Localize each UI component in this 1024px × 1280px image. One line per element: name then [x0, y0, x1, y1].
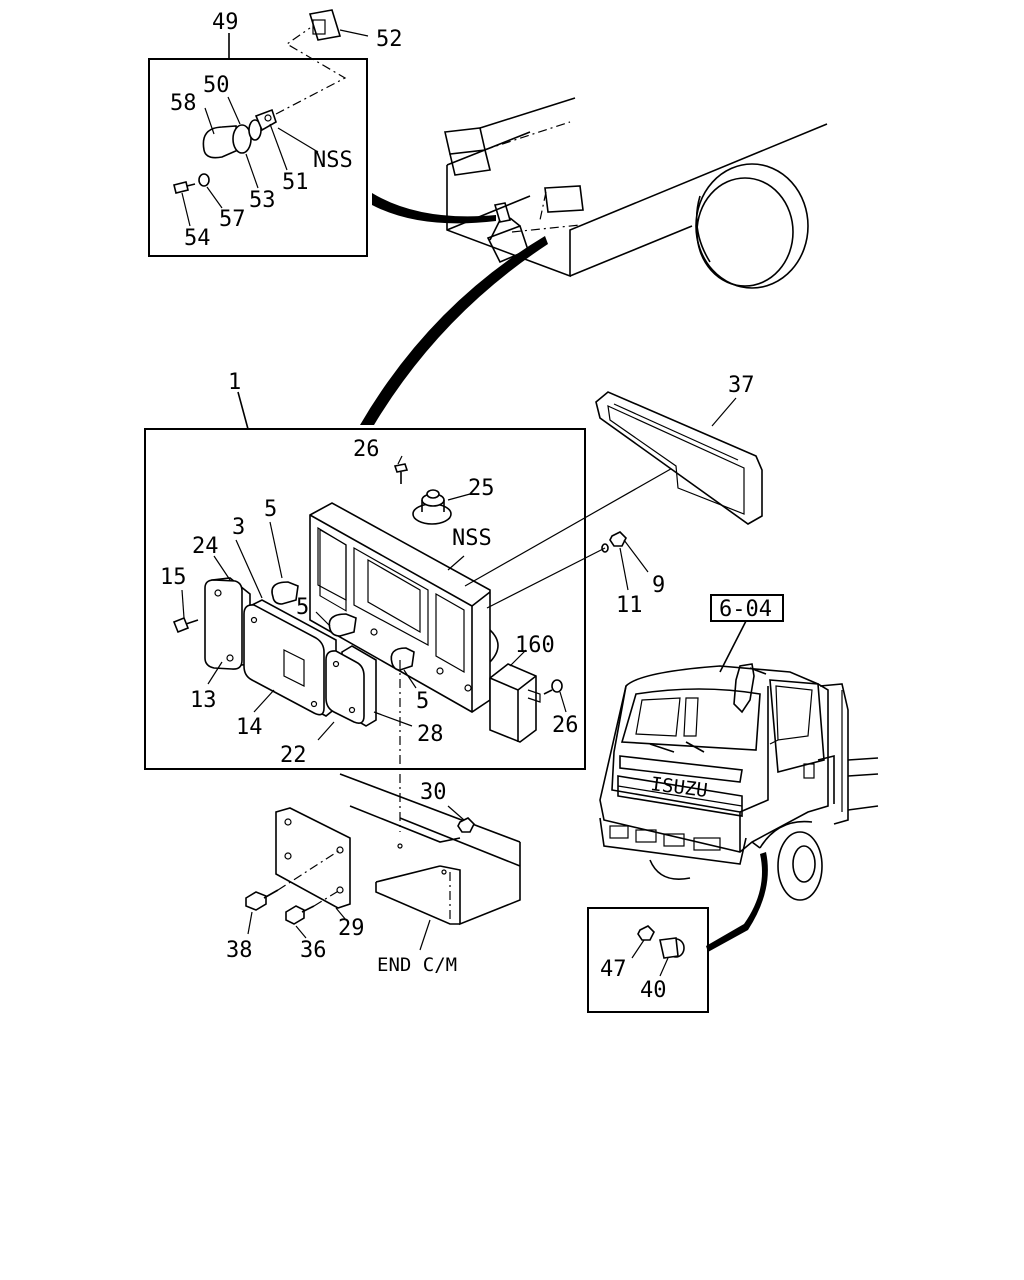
callout-25: 25 — [468, 476, 495, 501]
bulb-5-c — [390, 647, 415, 671]
screw-54 — [173, 181, 189, 194]
inset-box-rear-combination-lamp — [144, 428, 586, 770]
callout-15: 15 — [160, 565, 187, 590]
callout-40: 40 — [640, 978, 667, 1003]
callout-26-right: 26 — [552, 713, 579, 738]
callout-9: 9 — [652, 573, 665, 598]
plate-29 — [275, 807, 351, 909]
callout-11: 11 — [616, 593, 643, 618]
callout-29: 29 — [338, 916, 365, 941]
lens-22 — [325, 650, 365, 724]
callout-5-b: 5 — [296, 595, 309, 620]
spare-wheel — [695, 163, 809, 289]
callout-28: 28 — [417, 722, 444, 747]
callout-24: 24 — [192, 534, 219, 559]
chassis-rear-view — [444, 97, 828, 289]
callout-160: 160 — [515, 633, 555, 658]
callout-54: 54 — [184, 226, 211, 251]
washer-57 — [198, 173, 210, 187]
grommet-25 — [412, 503, 452, 525]
bolt-36 — [285, 905, 305, 925]
callout-5-c: 5 — [416, 689, 429, 714]
callout-47: 47 — [600, 957, 627, 982]
callout-14: 14 — [236, 715, 263, 740]
callout-36: 36 — [300, 938, 327, 963]
inset-box-lamp-bulb — [148, 9, 369, 257]
callout-13: 13 — [190, 688, 217, 713]
callout-38: 38 — [226, 938, 253, 963]
socket-53 — [232, 124, 252, 154]
callout-5-a: 5 — [264, 497, 277, 522]
callout-50: 50 — [203, 73, 230, 98]
callout-3: 3 — [232, 515, 245, 540]
cover-37 — [595, 391, 763, 525]
callout-51: 51 — [282, 170, 309, 195]
truck-illustration: ISUZU — [599, 594, 879, 952]
callout-30: 30 — [420, 780, 447, 805]
pointer-to-lamp — [360, 236, 548, 425]
callout-nss-mid: NSS — [452, 526, 492, 551]
callout-52: 52 — [376, 27, 403, 52]
reference-6-04[interactable]: 6-04 — [719, 597, 772, 622]
callout-53: 53 — [249, 188, 276, 213]
label-end-crossmember: END C/M — [377, 954, 457, 976]
bulb-5-b — [328, 613, 357, 637]
callout-57: 57 — [219, 207, 246, 232]
callout-49: 49 — [212, 10, 239, 35]
pointer-to-chassis — [372, 193, 496, 224]
bulb-5-a — [271, 581, 299, 605]
bracket-and-crossmember — [245, 660, 521, 951]
callout-22: 22 — [280, 743, 307, 768]
relay-160 — [489, 663, 537, 743]
lens-13 — [204, 579, 243, 670]
callout-nss-top: NSS — [313, 148, 353, 173]
bolt-38 — [245, 891, 267, 911]
lamp-assembly — [172, 391, 763, 743]
inset-box-marker-lamp — [587, 907, 709, 1013]
callout-1: 1 — [228, 370, 241, 395]
callout-58: 58 — [170, 91, 197, 116]
reference-box-6-04 — [710, 594, 784, 622]
callout-37: 37 — [728, 373, 755, 398]
callout-26-top: 26 — [353, 437, 380, 462]
